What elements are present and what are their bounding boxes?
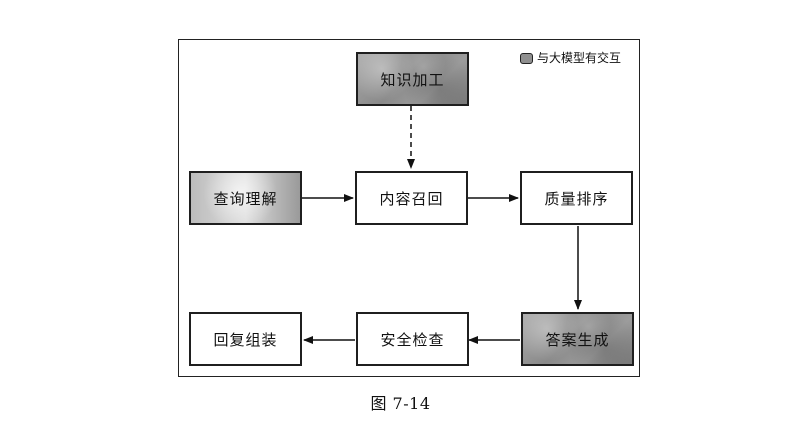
node-query-understanding: 查询理解 [189,171,302,225]
legend: 与大模型有交互 [520,51,621,65]
node-reply-assembly: 回复组装 [189,312,302,366]
node-quality-ranking: 质量排序 [520,171,633,225]
node-reply-assembly-label: 回复组装 [213,330,278,349]
node-safety-check: 安全检查 [356,312,469,366]
node-knowledge-processing-label: 知识加工 [380,70,445,89]
figure-caption: 图 7-14 [370,394,431,413]
node-answer-generation-label: 答案生成 [545,330,610,349]
node-knowledge-processing: 知识加工 [356,52,469,106]
node-safety-check-label: 安全检查 [380,330,445,349]
legend-label: 与大模型有交互 [537,51,622,65]
node-content-recall: 内容召回 [355,171,468,225]
node-answer-generation: 答案生成 [521,312,634,366]
legend-swatch [520,52,533,64]
node-query-understanding-label: 查询理解 [213,189,278,208]
node-content-recall-label: 内容召回 [379,189,444,208]
node-quality-ranking-label: 质量排序 [544,189,609,208]
